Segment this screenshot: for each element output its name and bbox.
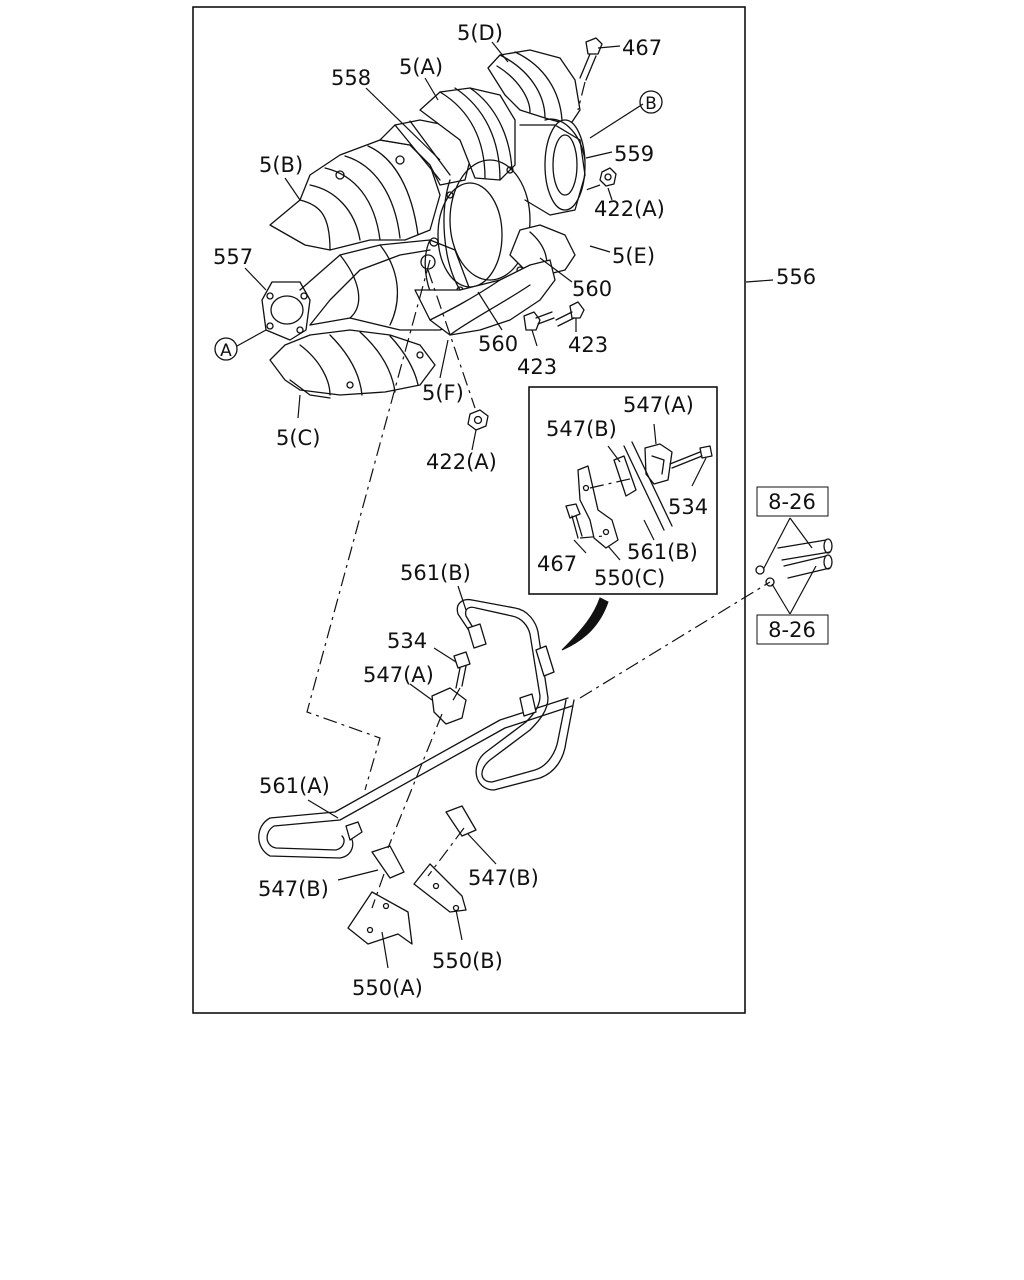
nut-422a-bottom — [467, 409, 489, 431]
nut-422a-top — [599, 167, 617, 187]
callout-550a: 550(A) — [352, 976, 423, 1000]
callout-547b-inset: 547(B) — [546, 417, 617, 441]
clamp-547b-right — [445, 805, 477, 837]
bracket-550b — [413, 863, 467, 913]
circled-ref-a: A — [214, 329, 267, 361]
pipe-561b — [456, 598, 575, 791]
callout-547b-left: 547(B) — [258, 877, 329, 901]
callout-561b: 561(B) — [400, 561, 471, 585]
callout-534-inset: 534 — [668, 495, 708, 519]
svg-text:8-26: 8-26 — [768, 490, 816, 514]
circled-ref-b: B — [639, 90, 663, 114]
section-ref-8-26-top: 8-26 — [756, 486, 829, 517]
callout-422a-bottom: 422(A) — [426, 450, 497, 474]
inset-clamp-assembly — [565, 441, 713, 549]
callout-5c: 5(C) — [276, 426, 320, 450]
svg-text:8-26: 8-26 — [768, 618, 816, 642]
clamp-547b-left — [371, 845, 405, 879]
bolt-467-top — [579, 37, 603, 81]
detail-inset-box — [528, 386, 718, 595]
callout-5a: 5(A) — [399, 55, 443, 79]
clamp-547a — [431, 687, 467, 725]
callout-561a: 561(A) — [259, 774, 330, 798]
callout-423-right: 423 — [568, 333, 608, 357]
svg-text:A: A — [220, 341, 232, 361]
inset-pointer-arrow — [561, 597, 609, 651]
callout-559: 559 — [614, 142, 654, 166]
callout-547a: 547(A) — [363, 663, 434, 687]
callout-467-top: 467 — [622, 36, 662, 60]
callout-5e: 5(E) — [612, 244, 655, 268]
callout-5f: 5(F) — [422, 381, 464, 405]
callout-557: 557 — [213, 245, 253, 269]
callout-423-left: 423 — [517, 355, 557, 379]
diagram-frame — [192, 6, 746, 1014]
leader-lines — [244, 41, 817, 969]
callout-556: 556 — [776, 265, 816, 289]
callout-547a-inset: 547(A) — [623, 393, 694, 417]
callout-422a-top: 422(A) — [594, 197, 665, 221]
callout-467-inset: 467 — [537, 552, 577, 576]
section-ref-8-26-bottom: 8-26 — [756, 614, 829, 645]
callout-561b-inset: 561(B) — [627, 540, 698, 564]
hose-set-8-26 — [755, 538, 833, 587]
callout-5d: 5(D) — [457, 21, 503, 45]
pipe-561a — [258, 697, 573, 859]
converter-assembly — [261, 49, 586, 399]
callout-560-center: 560 — [478, 332, 518, 356]
callout-550b: 550(B) — [432, 949, 503, 973]
bolt-423-right — [555, 301, 585, 327]
callout-560-right: 560 — [572, 277, 612, 301]
bolt-423-left — [523, 311, 555, 331]
callout-547b-right: 547(B) — [468, 866, 539, 890]
bolt-534 — [453, 651, 471, 689]
bracket-550a — [347, 891, 413, 945]
callout-558: 558 — [331, 66, 371, 90]
callout-534: 534 — [387, 629, 427, 653]
callout-550c-inset: 550(C) — [594, 566, 665, 590]
callout-5b: 5(B) — [259, 153, 303, 177]
svg-text:B: B — [645, 94, 657, 114]
